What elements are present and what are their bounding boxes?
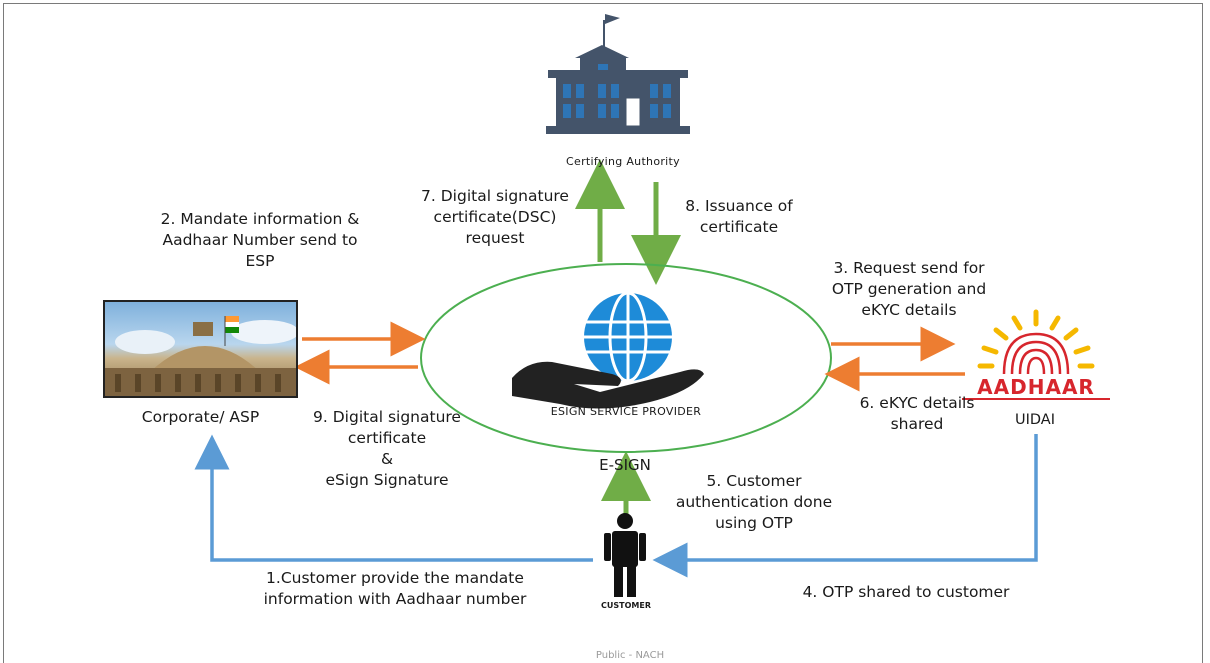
esign-provider-label: ESIGN SERVICE PROVIDER — [550, 405, 702, 418]
step-2-line-3: ESP — [245, 252, 275, 270]
step-7-text: 7. Digital signature certificate(DSC) re… — [400, 186, 590, 249]
step-1-line-2: information with Aadhaar number — [263, 590, 527, 608]
step-5-line-3: using OTP — [715, 514, 793, 532]
step-8-line-2: certificate — [699, 218, 779, 236]
step-2-line-2: Aadhaar Number send to — [162, 231, 358, 249]
customer-label: CUSTOMER — [601, 601, 651, 610]
corporate-asp-label: Corporate/ ASP — [141, 408, 260, 426]
step-3-line-1: 3. Request send for — [833, 259, 985, 277]
step-5-text: 5. Customer authentication done using OT… — [656, 471, 852, 534]
step-3-line-3: eKYC details — [861, 301, 957, 319]
step-3-text: 3. Request send for OTP generation and e… — [794, 258, 1024, 321]
building-icon — [546, 14, 690, 134]
step-1-text: 1.Customer provide the mandate informati… — [230, 568, 560, 610]
step-6-line-2: shared — [890, 415, 944, 433]
step-5-line-2: authentication done — [675, 493, 833, 511]
arrow-customer-to-asp — [194, 434, 593, 562]
diagram-frame — [3, 3, 1203, 663]
globe-hand-icon — [512, 291, 704, 409]
step-8-line-1: 8. Issuance of — [685, 197, 793, 215]
step-3-line-2: OTP generation and — [831, 280, 987, 298]
corporate-asp-image — [103, 300, 298, 398]
step-2-line-1: 2. Mandate information & — [160, 210, 360, 228]
step-7-line-2: certificate(DSC) — [433, 208, 557, 226]
step-7-line-1: 7. Digital signature — [421, 187, 569, 205]
esign-label: E-SIGN — [599, 456, 651, 474]
certifying-authority-label: Certifying Authority — [566, 155, 680, 168]
parliament-building-icon — [105, 316, 296, 396]
step-7-line-3: request — [465, 229, 525, 247]
customer-icon — [604, 513, 646, 597]
step-9-line-4: eSign Signature — [325, 471, 449, 489]
uidai-label: UIDAI — [1015, 412, 1055, 428]
step-9-line-3: & — [380, 450, 394, 468]
step-9-text: 9. Digital signature certificate & eSign… — [272, 407, 502, 491]
step-6-text: 6. eKYC details shared — [832, 393, 1002, 435]
step-9-line-2: certificate — [347, 429, 427, 447]
step-1-line-1: 1.Customer provide the mandate — [266, 569, 524, 587]
arrow-otp-to-customer — [652, 434, 1038, 578]
step-5-line-1: 5. Customer — [706, 472, 802, 490]
aadhaar-logo-text: AADHAAR — [962, 376, 1110, 400]
aadhaar-logo — [977, 309, 1095, 375]
step-4-text: 4. OTP shared to customer — [802, 583, 1010, 601]
step-6-line-1: 6. eKYC details — [859, 394, 975, 412]
step-8-text: 8. Issuance of certificate — [664, 196, 814, 238]
step-2-text: 2. Mandate information & Aadhaar Number … — [110, 209, 410, 272]
step-9-line-1: 9. Digital signature — [313, 408, 461, 426]
footer-classification: Public - NACH — [595, 650, 665, 661]
